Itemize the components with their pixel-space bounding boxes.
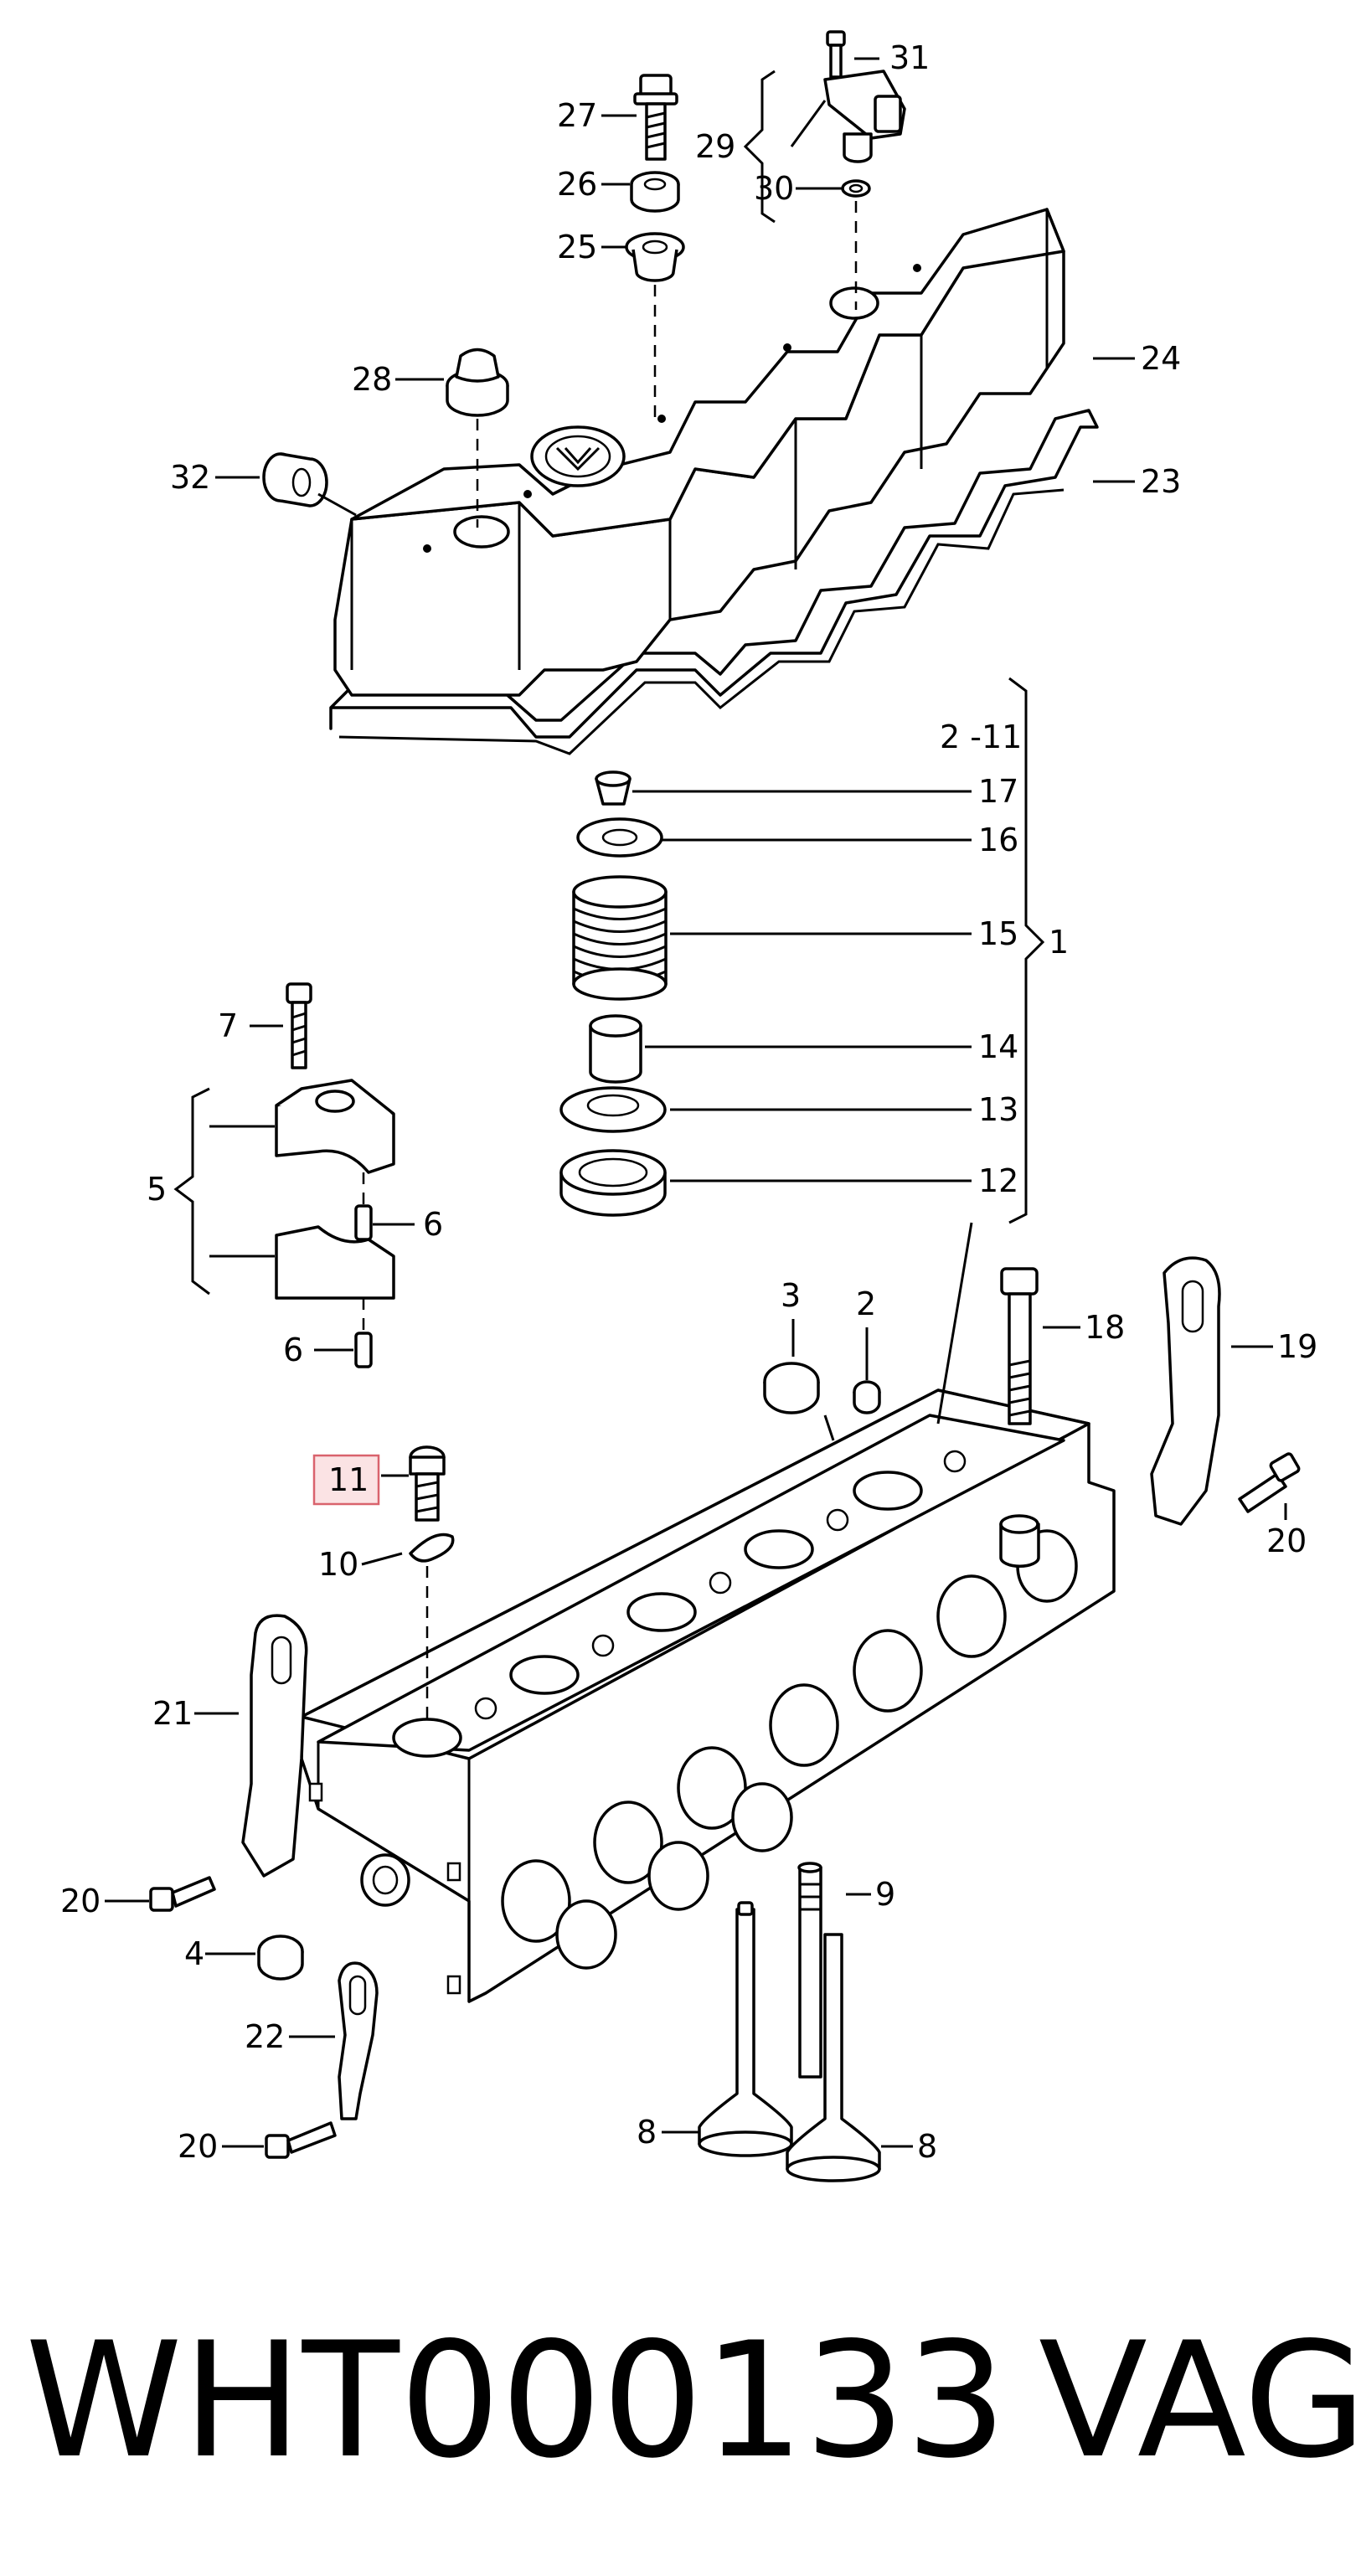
- callout-2-11: 2 -11: [940, 719, 1022, 755]
- brand-caption: VAG: [1039, 2308, 1361, 2493]
- bolt-27: [633, 74, 678, 161]
- bracket-22: [338, 1961, 379, 2120]
- callout-29: 29: [695, 128, 735, 165]
- bush-2: [853, 1380, 881, 1414]
- callout-28: 28: [352, 361, 392, 398]
- highlight-box-11: [312, 1454, 380, 1506]
- head-bolt-18: [1000, 1267, 1039, 1425]
- oil-filler-cap-28: [446, 348, 509, 417]
- callout-23: 23: [1141, 463, 1181, 500]
- bolt-7: [286, 982, 312, 1069]
- callout-11: 11: [328, 1461, 369, 1498]
- callout-25: 25: [557, 229, 597, 265]
- bearing-saddle-5: [275, 1225, 395, 1300]
- callout-12: 12: [978, 1162, 1018, 1199]
- valve-stem-seal-14: [589, 1014, 642, 1084]
- plug-32: [262, 452, 328, 507]
- callout-3: 3: [781, 1277, 801, 1314]
- grommet-25: [625, 232, 685, 282]
- bearing-cap-5: [275, 1079, 395, 1174]
- callout-6-upper: 6: [423, 1206, 443, 1243]
- callout-20-bottom: 20: [178, 2128, 218, 2165]
- lifting-eye-19: [1150, 1256, 1221, 1526]
- lifting-eye-21: [241, 1614, 308, 1878]
- o-ring-30: [841, 179, 871, 198]
- valve-seat-ring-12: [559, 1149, 667, 1217]
- callout-27: 27: [557, 97, 597, 134]
- gasket-10: [409, 1533, 455, 1563]
- valve-8b: [786, 1933, 881, 2182]
- callout-6-lower: 6: [283, 1332, 303, 1368]
- callout-21: 21: [152, 1695, 193, 1732]
- callout-4: 4: [184, 1935, 204, 1972]
- bolt-20-left: [149, 1876, 216, 1912]
- callout-5: 5: [147, 1171, 167, 1208]
- callout-8-left: 8: [637, 2114, 657, 2151]
- dowel-sleeve-6b: [354, 1332, 373, 1368]
- callout-14: 14: [978, 1028, 1018, 1065]
- callout-1: 1: [1049, 924, 1069, 961]
- callout-20-left: 20: [60, 1883, 101, 1919]
- valve-8a: [698, 1901, 793, 2157]
- callout-17: 17: [978, 773, 1018, 810]
- callout-30: 30: [754, 170, 794, 207]
- callout-7: 7: [218, 1007, 238, 1044]
- callout-8-right: 8: [917, 2128, 937, 2165]
- callout-2: 2: [856, 1285, 876, 1322]
- callout-24: 24: [1141, 340, 1181, 377]
- callout-26: 26: [557, 166, 597, 203]
- callout-18: 18: [1085, 1309, 1125, 1346]
- bolt-20-bottom: [265, 2121, 337, 2159]
- callout-13: 13: [978, 1091, 1018, 1128]
- callout-31: 31: [889, 39, 930, 76]
- valve-spring-15: [572, 875, 668, 1001]
- leader-lines: [105, 57, 1287, 2148]
- callout-labels: 31 29 30 27 26 25 28 32 24 23 2 -11 17 1…: [60, 39, 1317, 2165]
- callout-19: 19: [1277, 1328, 1317, 1365]
- valve-collet-17: [595, 770, 632, 806]
- callout-9: 9: [875, 1876, 895, 1913]
- callout-22: 22: [245, 2018, 285, 2055]
- callout-20-right: 20: [1266, 1522, 1307, 1559]
- washer-26: [630, 171, 680, 213]
- plug-4: [257, 1935, 304, 1981]
- callout-16: 16: [978, 822, 1018, 858]
- valve-guide-9: [797, 1862, 822, 2079]
- callout-10: 10: [318, 1546, 358, 1583]
- valve-spring-retainer-16: [576, 817, 663, 858]
- valve-cover: [333, 208, 1065, 697]
- sensor-29: [823, 70, 906, 163]
- bolt-11: [409, 1445, 446, 1522]
- part-number-caption: WHT000133: [25, 2308, 1007, 2493]
- valve-spring-seat-13: [559, 1086, 667, 1133]
- cylinder-head: [300, 1388, 1116, 2003]
- callout-15: 15: [978, 915, 1018, 952]
- dowel-sleeve-6a: [354, 1204, 373, 1241]
- plug-3: [763, 1362, 820, 1414]
- callout-32: 32: [170, 459, 210, 496]
- bolt-31: [826, 30, 846, 79]
- bolt-20-right: [1238, 1452, 1301, 1513]
